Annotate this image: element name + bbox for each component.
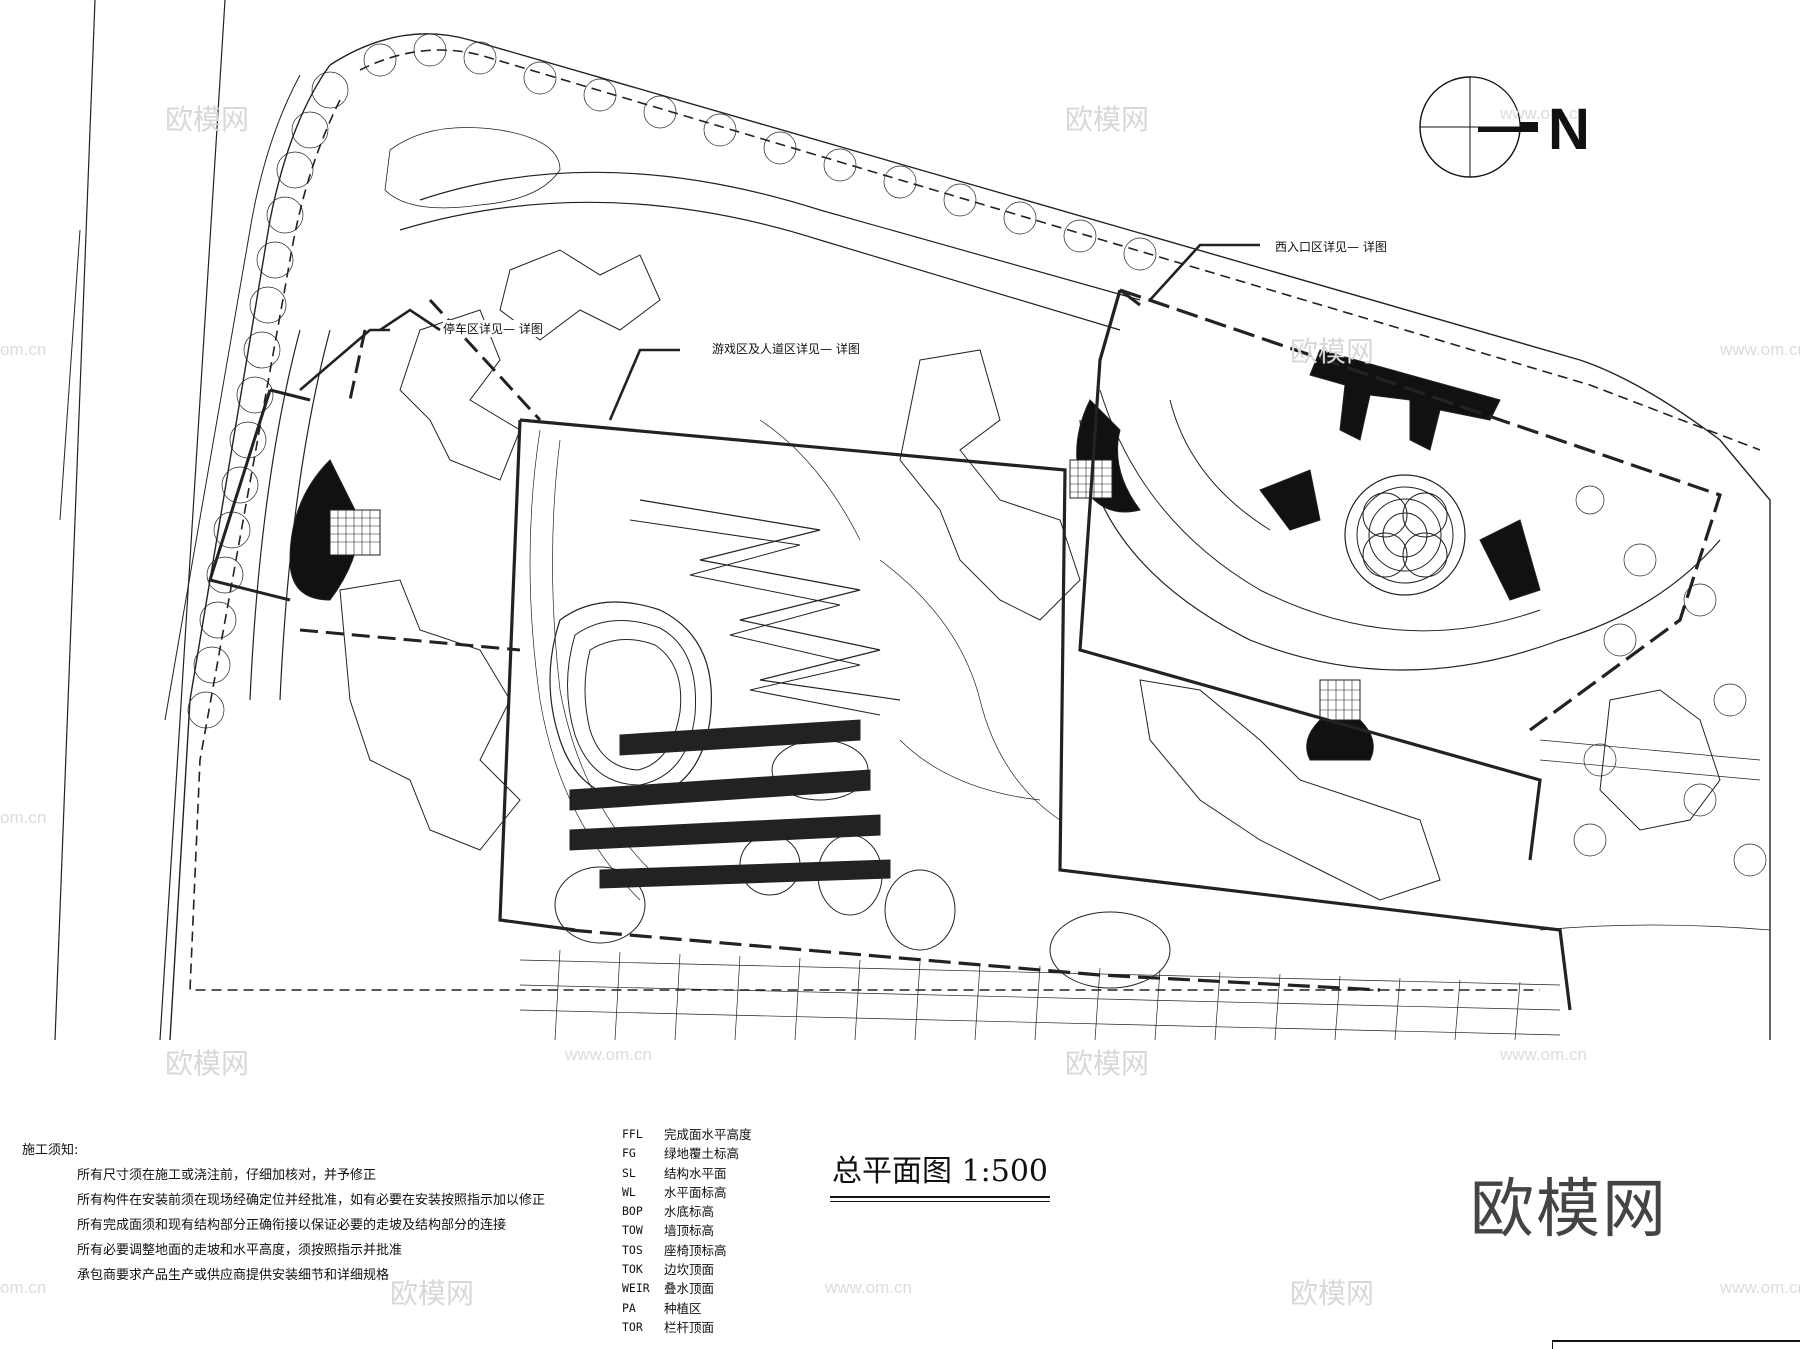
callout-parking: 停车区详见— 详图 <box>443 320 543 337</box>
callout-west-entrance: 西入口区详见— 详图 <box>1275 238 1387 255</box>
legend-row: PA 种植区 <box>622 1299 752 1318</box>
watermark-text: 欧模网 <box>1065 1047 1150 1080</box>
legend-code: TOR <box>622 1319 643 1334</box>
note-line: 所有完成面须和现有结构部分正确衔接以保证必要的走坡及结构部分的连接 <box>77 1218 507 1233</box>
legend-code: TOS <box>622 1242 643 1257</box>
note-line: 所有尺寸须在施工或浇注前，仔细加核对，并予修正 <box>77 1168 377 1183</box>
legend-row: TOK 边坎顶面 <box>622 1260 752 1279</box>
watermark-url: www.om.cn <box>565 1045 652 1064</box>
legend-desc: 完成面水平高度 <box>664 1127 752 1142</box>
note-line: 承包商要求产品生产或供应商提供安装细节和详细规格 <box>77 1268 390 1283</box>
watermark-url: www.om.cn <box>1720 1278 1800 1297</box>
abbreviation-legend: FFL 完成面水平高度 FG 绿地覆土标高 SL 结构水平面 WL 水平面标高 BOP 水… <box>622 1125 752 1337</box>
watermark-url: www.om.cn <box>1500 1045 1587 1064</box>
title-block-corner <box>1552 1340 1800 1349</box>
watermark-text: 欧模网 <box>390 1277 475 1310</box>
north-label: N <box>1548 97 1590 162</box>
legend-row: TOS 座椅顶标高 <box>622 1241 752 1260</box>
north-arrow <box>1419 76 1538 178</box>
legend-code: TOK <box>622 1262 643 1277</box>
legend-code: WL <box>622 1184 636 1199</box>
watermark-url: www.om.cn <box>1720 340 1800 359</box>
legend-code: WEIR <box>622 1281 650 1296</box>
legend-code: FG <box>622 1146 636 1161</box>
legend-desc: 边坎顶面 <box>664 1262 715 1278</box>
legend-desc: 结构水平面 <box>664 1165 727 1181</box>
legend-desc: 叠水顶面 <box>664 1281 715 1297</box>
watermark-url: om.cn <box>0 808 47 827</box>
watermark-url: www.om.cn <box>825 1278 912 1297</box>
legend-code: BOP <box>622 1204 643 1219</box>
brand-logo: 欧模网 <box>1470 1173 1668 1247</box>
watermark-text: 欧模网 <box>1290 335 1375 368</box>
notes-heading: 施工须知: <box>22 1143 79 1158</box>
legend-row: FFL 完成面水平高度 <box>622 1125 752 1144</box>
legend-row: WL 水平面标高 <box>622 1183 752 1202</box>
construction-notes: 施工须知: 所有尺寸须在施工或浇注前，仔细加核对，并予修正 所有构件在安装前须在… <box>22 1138 545 1288</box>
watermark-text: 欧模网 <box>1290 1277 1375 1310</box>
callout-play-area: 游戏区及人道区详见— 详图 <box>712 340 860 357</box>
legend-desc: 水底标高 <box>664 1204 715 1220</box>
note-line: 所有必要调整地面的走坡和水平高度，须按照指示并批准 <box>77 1243 403 1258</box>
legend-row: WEIR 叠水顶面 <box>622 1279 752 1298</box>
watermark-url: om.cn <box>0 340 47 359</box>
drawing-title: 总平面图 1:500 <box>830 1146 1050 1202</box>
legend-row: SL 结构水平面 <box>622 1164 752 1183</box>
legend-desc: 座椅顶标高 <box>664 1242 727 1258</box>
legend-row: FG 绿地覆土标高 <box>622 1144 752 1163</box>
legend-row: TOW 墙顶标高 <box>622 1221 752 1240</box>
watermark-text: 欧模网 <box>1065 103 1150 136</box>
legend-desc: 绿地覆土标高 <box>664 1146 740 1162</box>
legend-desc: 水平面标高 <box>664 1184 727 1200</box>
watermark-url: www.om.cn <box>1500 104 1587 123</box>
legend-code: FFL <box>622 1127 643 1141</box>
watermark-text: 欧模网 <box>165 103 250 136</box>
legend-desc: 种植区 <box>664 1300 702 1316</box>
watermark-url: om.cn <box>0 1278 47 1297</box>
watermark-text: 欧模网 <box>165 1047 250 1080</box>
legend-row: BOP 水底标高 <box>622 1202 752 1221</box>
legend-row: TOR 栏杆顶面 <box>622 1318 752 1337</box>
legend-desc: 墙顶标高 <box>664 1223 715 1239</box>
legend-code: TOW <box>622 1223 643 1238</box>
legend-code: PA <box>622 1300 636 1315</box>
legend-desc: 栏杆顶面 <box>664 1319 715 1335</box>
note-line: 所有构件在安装前须在现场经确定位并经批准，如有必要在安装按照指示加以修正 <box>77 1193 546 1208</box>
site-plan-drawing <box>54 0 1771 1040</box>
legend-code: SL <box>622 1165 636 1180</box>
